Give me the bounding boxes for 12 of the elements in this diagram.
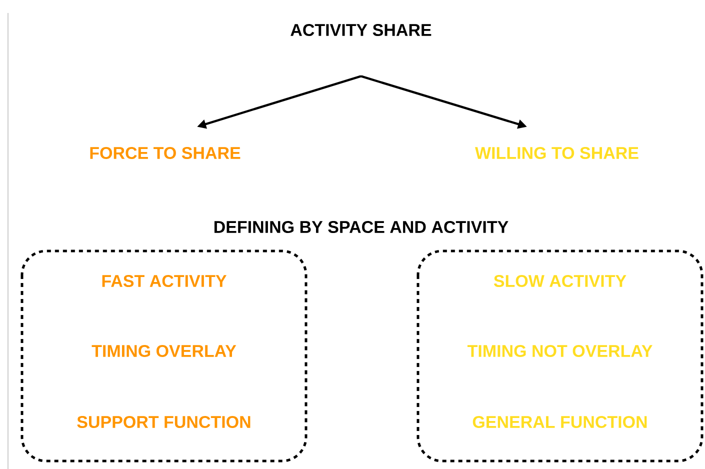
heading: ACTIVITY SHARE <box>290 24 432 36</box>
item-text: SLOW ACTIVITY <box>494 274 626 288</box>
section-heading: DEFINING BY SPACE AND ACTIVITY <box>214 220 508 234</box>
item-text: GENERAL FUNCTION <box>472 416 647 428</box>
item-text: TIMING OVERLAY <box>92 344 236 358</box>
category-text: FORCE TO SHARE <box>90 146 240 160</box>
item-text: FAST ACTIVITY <box>102 274 227 288</box>
category-text: WILLING TO SHARE <box>475 146 638 160</box>
item-text: SUPPORT FUNCTION <box>77 416 250 428</box>
dashed-group-box <box>416 250 704 462</box>
item-text: TIMING NOT OVERLAY <box>467 344 652 358</box>
dashed-group-box <box>20 250 308 462</box>
